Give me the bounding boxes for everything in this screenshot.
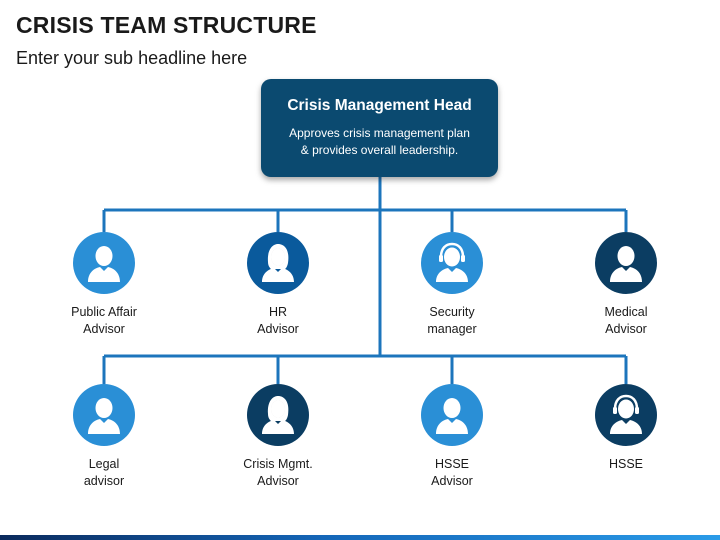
- row2-member-2: Crisis Mgmt.Advisor: [213, 384, 343, 490]
- crisis-management-head-box: Crisis Management Head Approves crisis m…: [261, 79, 498, 177]
- male-user-icon: [73, 232, 135, 294]
- male-user-icon: [421, 384, 483, 446]
- female-user-icon: [247, 384, 309, 446]
- headset-user-icon: [421, 232, 483, 294]
- headset-user-icon: [595, 384, 657, 446]
- page-subtitle: Enter your sub headline here: [16, 48, 248, 68]
- female-user-icon: [247, 232, 309, 294]
- bottom-accent-bar: [0, 535, 720, 540]
- row2-member-4: HSSE: [561, 384, 691, 473]
- member-label: HSSE: [608, 457, 644, 471]
- head-description: Approves crisis management plan & provid…: [289, 126, 470, 157]
- member-label: Crisis Mgmt.Advisor: [243, 457, 313, 488]
- male-user-icon: [73, 384, 135, 446]
- page-title: CRISIS TEAM STRUCTURE: [16, 12, 317, 38]
- male-user-icon: [595, 232, 657, 294]
- head-title: Crisis Management Head: [287, 97, 472, 114]
